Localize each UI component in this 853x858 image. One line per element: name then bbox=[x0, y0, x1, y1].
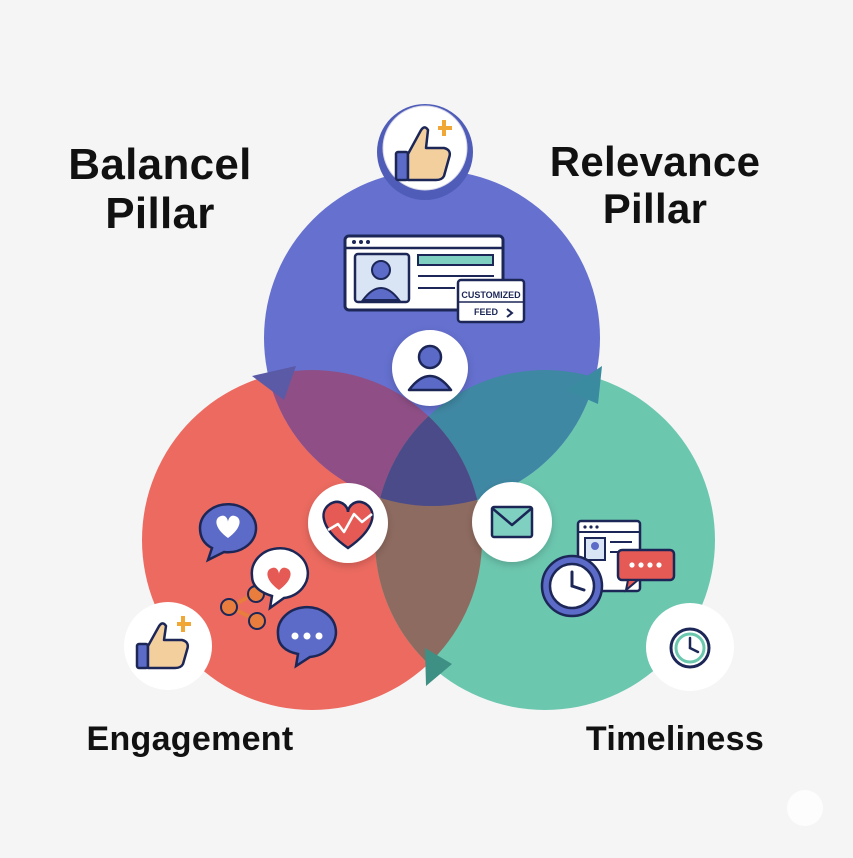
corner-badge bbox=[787, 790, 823, 826]
overlap-relevance-timeliness bbox=[375, 370, 600, 506]
feed-button-line1: CUSTOMIZED bbox=[461, 290, 521, 300]
feed-button-line2: FEED bbox=[474, 307, 499, 317]
overlap-relevance-engagement bbox=[264, 370, 482, 506]
alarm-clock-icon bbox=[540, 554, 604, 618]
envelope-icon bbox=[472, 482, 552, 562]
timeliness-label: Timeliness bbox=[585, 720, 765, 758]
arrow-left bbox=[252, 366, 296, 400]
engagement-label: Engagement bbox=[86, 720, 294, 758]
chat-dots-icon bbox=[276, 605, 338, 669]
relevance-pillar-label: Relevance Pillar bbox=[530, 138, 780, 232]
arrow-bottom bbox=[425, 648, 452, 686]
balance-label-line1: Balancel bbox=[68, 140, 252, 189]
user-icon bbox=[392, 330, 468, 406]
chat-notification-icon bbox=[616, 548, 676, 593]
thumbs-up-badge-icon bbox=[124, 602, 212, 690]
relevance-label-line2: Pillar bbox=[602, 185, 708, 233]
arrow-right bbox=[566, 366, 602, 404]
balance-label-line2: Pillar bbox=[105, 189, 215, 239]
heart-chart-icon bbox=[308, 483, 388, 563]
thumbs-up-plus-icon bbox=[377, 104, 473, 200]
customized-feed-button bbox=[456, 278, 526, 324]
relevance-label-line1: Relevance bbox=[549, 138, 761, 185]
heart-speech-icon bbox=[198, 502, 258, 563]
clock-icon bbox=[646, 603, 734, 691]
heart-bubble-icon bbox=[250, 547, 310, 611]
balance-pillar-label: Balancel Pillar bbox=[40, 140, 280, 239]
profile-card-icon: CUSTOMIZED FEED bbox=[343, 234, 526, 324]
